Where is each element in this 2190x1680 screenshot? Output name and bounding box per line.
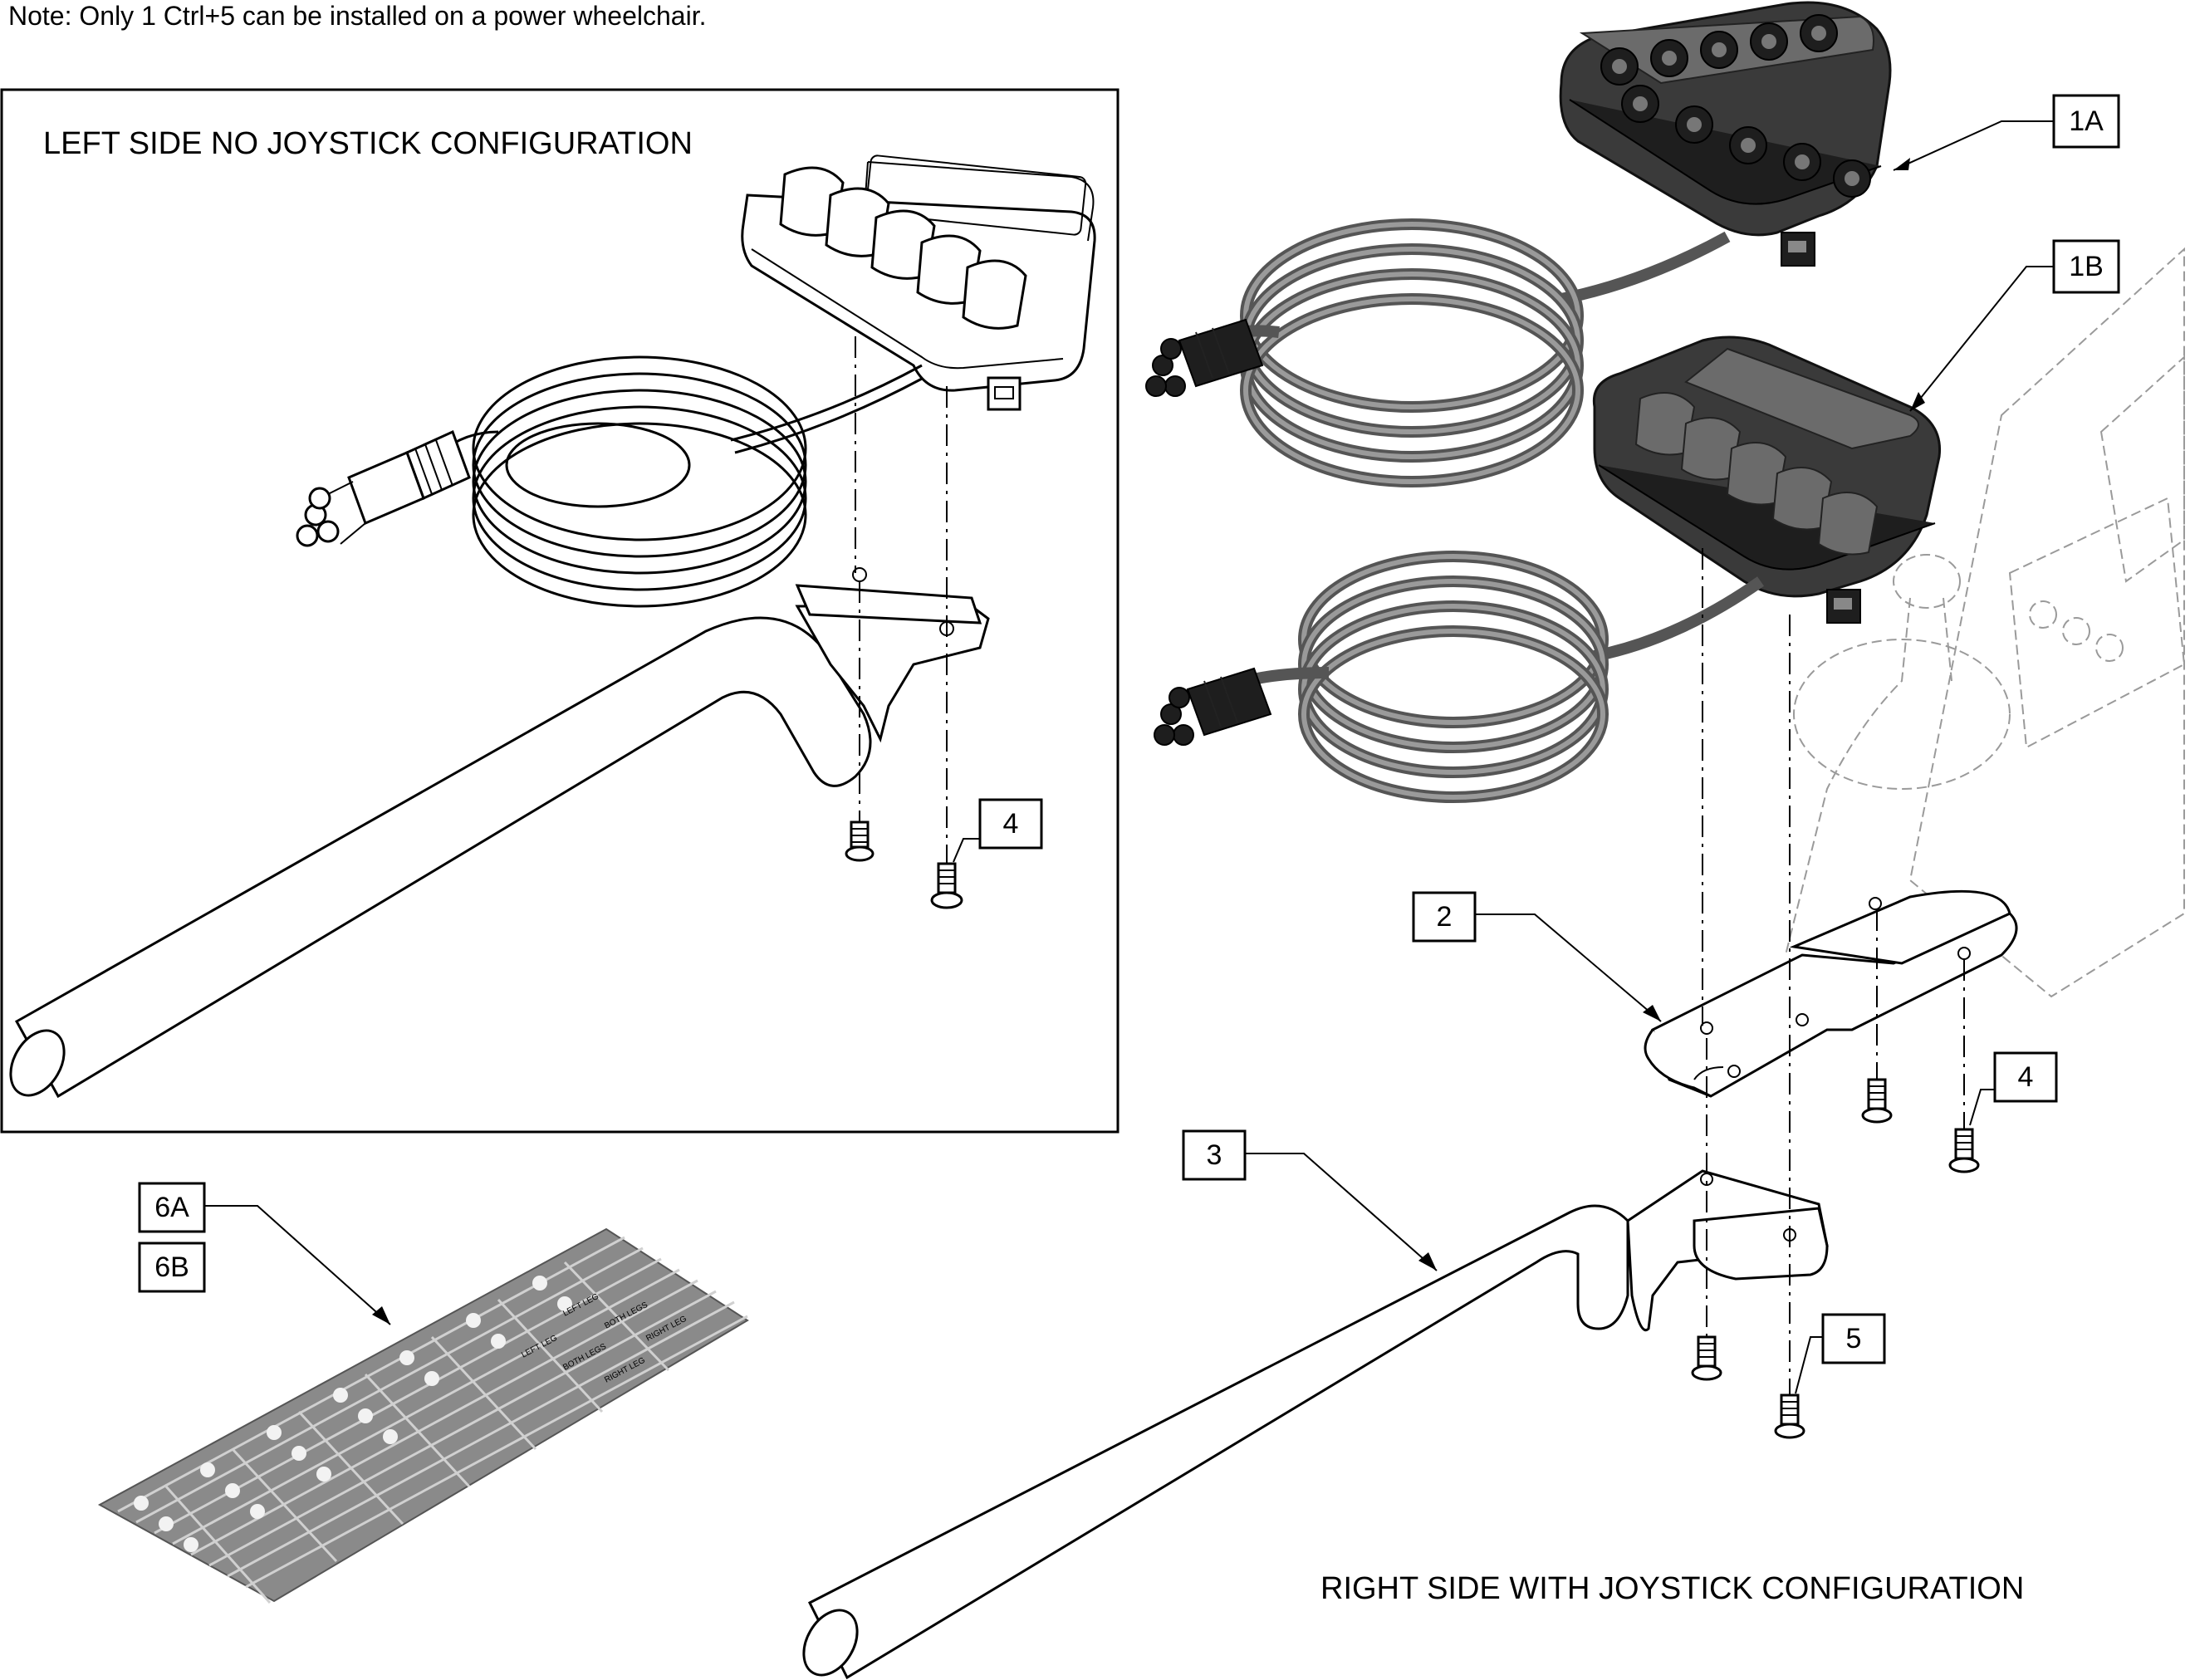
module-1b-cable-connector xyxy=(1154,667,1272,746)
left-control-module xyxy=(741,154,1096,411)
left-configuration-title: LEFT SIDE NO JOYSTICK CONFIGURATION xyxy=(43,126,693,161)
callout-box-2 xyxy=(1412,891,1477,943)
callout-label-4-left: 4 xyxy=(1003,808,1019,840)
ghost-joystick-controller xyxy=(1785,247,2186,998)
leader-line-5 xyxy=(1795,1336,1823,1394)
callout-label-6b: 6B xyxy=(154,1251,189,1283)
joystick-bracket-2 xyxy=(1644,889,2018,1098)
callout-box-5 xyxy=(1821,1313,1886,1364)
callout-label-3: 3 xyxy=(1207,1139,1222,1171)
callout-label-4-right: 4 xyxy=(2018,1061,2034,1093)
callout-box-4-right xyxy=(1993,1051,2058,1103)
leader-line-4-right xyxy=(1969,1089,1995,1126)
right-configuration-title: RIGHT SIDE WITH JOYSTICK CONFIGURATION xyxy=(1320,1571,2024,1606)
leader-line-6 xyxy=(204,1205,391,1325)
callout-label-5: 5 xyxy=(1846,1323,1862,1354)
left-screw-2 xyxy=(930,862,963,909)
right-mounting-tube-3 xyxy=(802,1169,1829,1680)
control-module-1b xyxy=(1592,336,1942,624)
left-coiled-cable xyxy=(439,355,923,608)
callout-label-1b: 1B xyxy=(2069,251,2104,282)
leader-line-1b xyxy=(1909,266,2054,412)
module-1a-cable-connector xyxy=(1145,318,1264,397)
callout-box-3 xyxy=(1182,1129,1247,1181)
leader-line-4-left xyxy=(953,838,980,863)
installation-note: Note: Only 1 Ctrl+5 can be installed on … xyxy=(8,1,706,31)
decal-sheet: LEFT LEG BOTH LEGS RIGHT LEG LEFT LEG BO… xyxy=(97,1227,749,1604)
right-screw-bracket-2 xyxy=(1948,1128,1980,1173)
left-cable-connector xyxy=(296,429,471,547)
right-screw-tube-1 xyxy=(1691,1335,1722,1381)
left-configuration-frame xyxy=(0,88,1119,1134)
callout-box-6b xyxy=(138,1242,206,1293)
control-module-1a xyxy=(1559,1,1892,267)
module-1b-coiled-cable xyxy=(1244,551,1765,803)
module-1a-coiled-cable xyxy=(1218,218,1731,487)
callout-label-2: 2 xyxy=(1437,901,1453,933)
module-1b-paddle-buttons xyxy=(1634,392,1879,556)
module-1a-round-buttons xyxy=(1600,14,1871,198)
decal-seat-icons xyxy=(134,1276,572,1552)
callout-label-1a: 1A xyxy=(2069,105,2104,137)
left-mounting-tube xyxy=(9,567,990,1099)
left-module-connector-port xyxy=(987,376,1022,411)
callout-box-1a xyxy=(2052,94,2120,149)
left-screw-1 xyxy=(845,820,875,862)
leader-line-2 xyxy=(1475,913,1662,1022)
callout-box-4-left xyxy=(978,798,1043,850)
left-paddle-buttons xyxy=(779,166,1027,330)
right-screw-bracket-1 xyxy=(1861,1078,1893,1124)
leader-line-3 xyxy=(1245,1153,1438,1271)
callout-box-6a xyxy=(138,1182,206,1233)
right-screw-tube-2 xyxy=(1774,1393,1805,1439)
leader-line-1a xyxy=(1893,120,2054,171)
callout-label-6a: 6A xyxy=(154,1192,189,1223)
